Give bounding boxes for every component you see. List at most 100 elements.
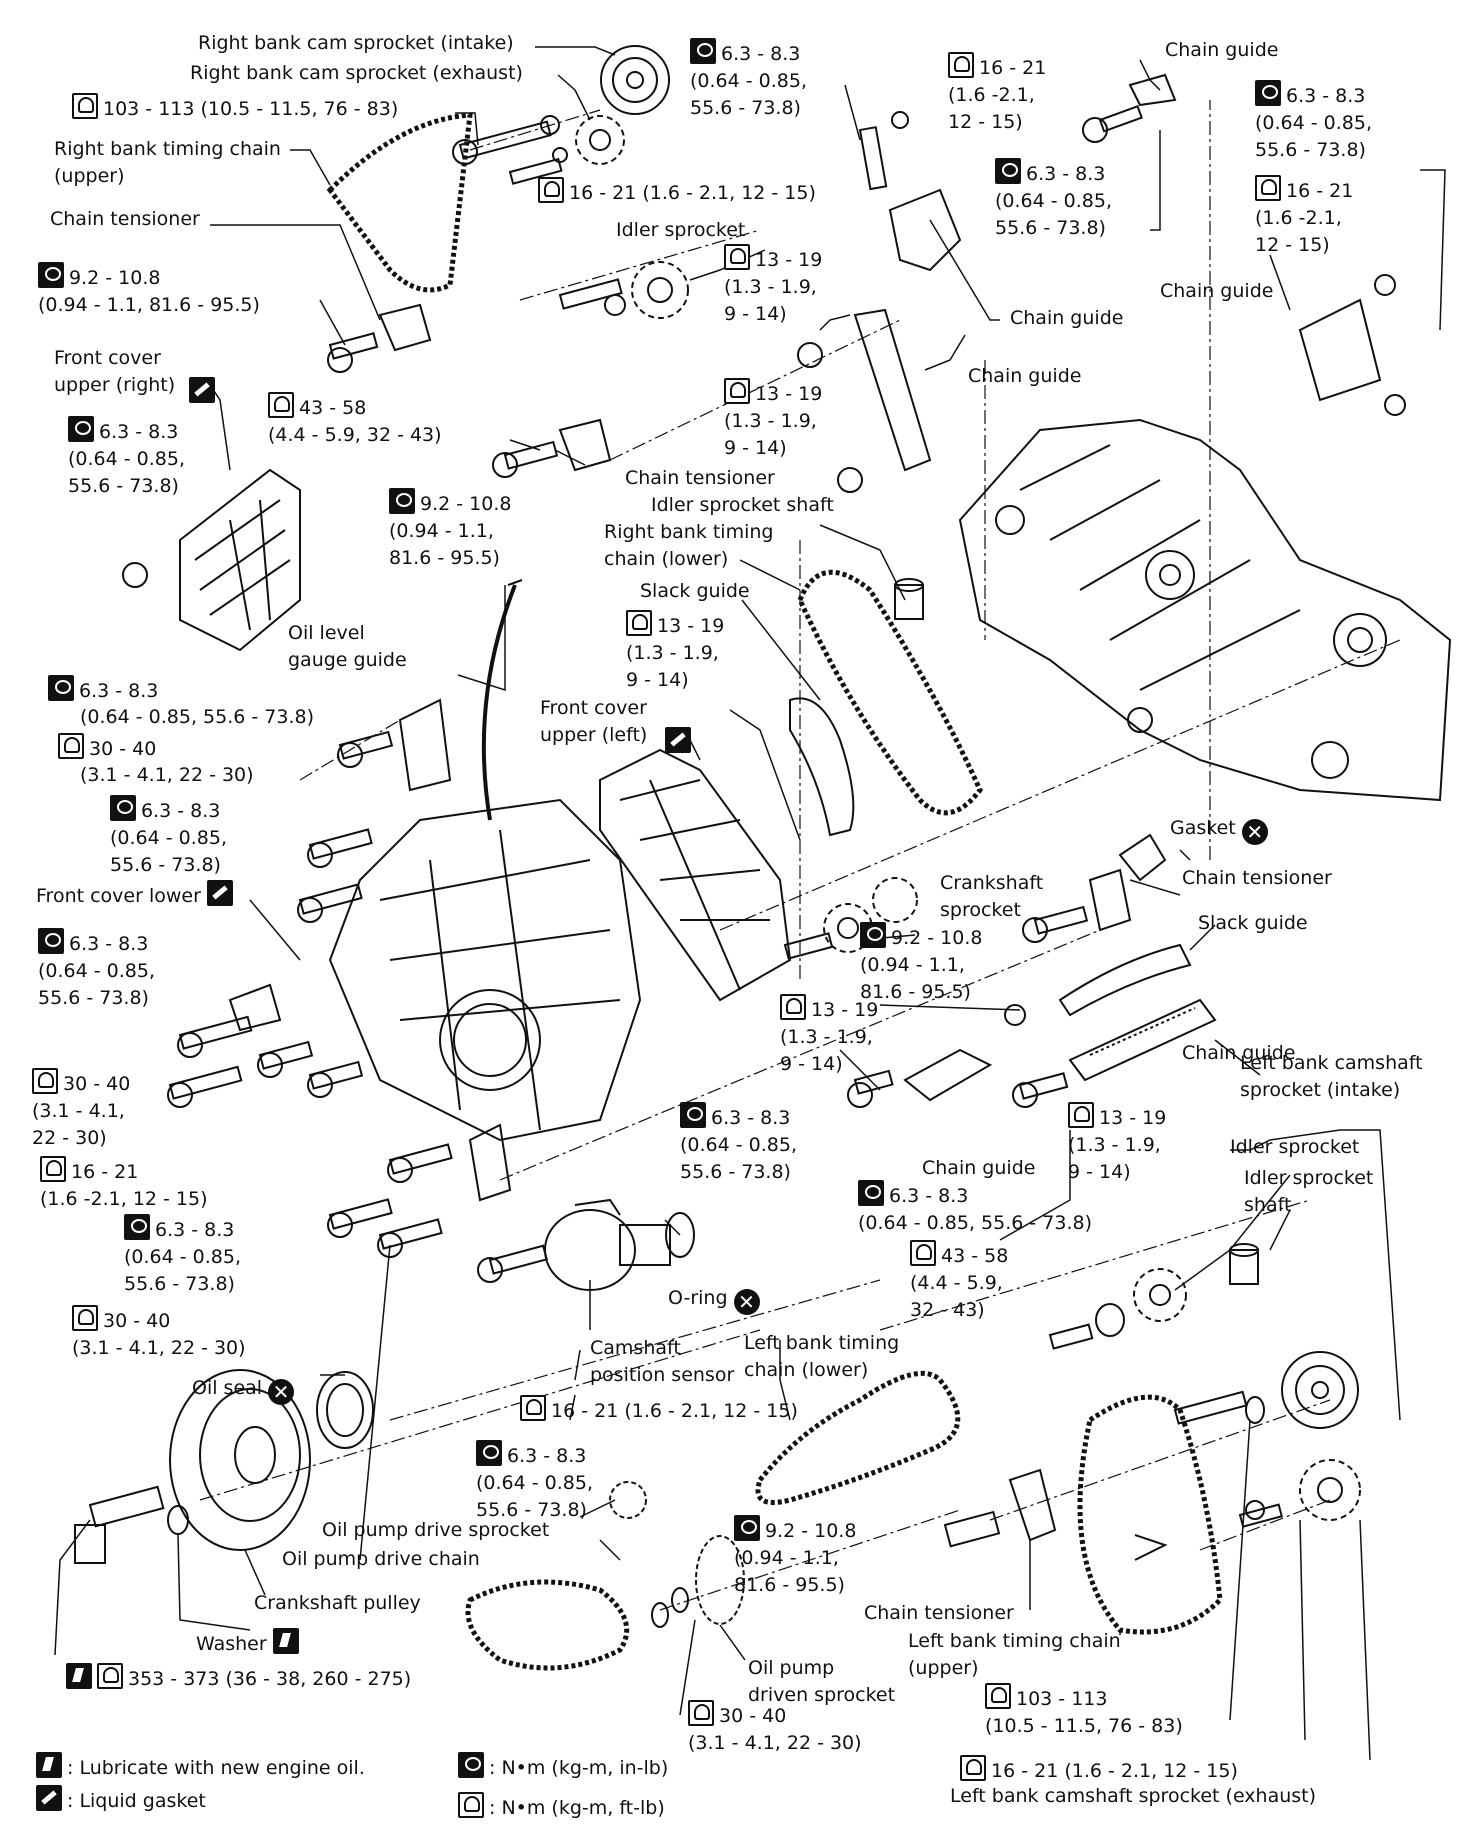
torque-value: 16 - 21 (1.6 - 2.1, 12 - 15) bbox=[551, 1400, 798, 1422]
label-torque-16-21-c: 16 - 21 (1.6 - 2.1, 12 - 15) bbox=[520, 1395, 798, 1425]
label-left-cam-intake: Left bank camshaft sprocket (intake) bbox=[1240, 1052, 1423, 1101]
torque-in-lb-icon bbox=[476, 1440, 502, 1466]
torque-in-lb-icon bbox=[858, 1180, 884, 1206]
label-rb-cam-intake: Right bank cam sprocket (intake) bbox=[198, 32, 514, 54]
label-text: Front cover upper (left) bbox=[540, 697, 648, 746]
label-torque-6-3-e: 6.3 - 8.3 (0.64 - 0.85, 55.6 - 73.8) bbox=[680, 1102, 797, 1186]
liquid-gasket-icon bbox=[36, 1785, 62, 1811]
torque-ft-lb-icon bbox=[72, 1305, 98, 1331]
torque-value: 30 - 40 (3.1 - 4.1, 22 - 30) bbox=[32, 1073, 131, 1149]
label-oil-pump-drive-chain: Oil pump drive chain bbox=[282, 1548, 480, 1570]
label-idler-sprocket-1: Idler sprocket bbox=[616, 219, 746, 241]
label-torque-6-3-f: 6.3 - 8.3 (0.64 - 0.85, 55.6 - 73.8) bbox=[124, 1214, 241, 1298]
torque-value: 6.3 - 8.3 (0.64 - 0.85, 55.6 - 73.8) bbox=[858, 1185, 1092, 1234]
label-torque-43-58-a: 43 - 58 (4.4 - 5.9, 32 - 43) bbox=[268, 392, 442, 449]
legend-text: : Liquid gasket bbox=[67, 1790, 206, 1812]
label-torque-16-21-a: 16 - 21 (1.6 - 2.1, 12 - 15) bbox=[538, 177, 816, 207]
left-bank-timing-chain-lower bbox=[755, 1370, 961, 1505]
left-bank-idler-shaft-part bbox=[1229, 1243, 1259, 1285]
gasket-part bbox=[1118, 833, 1167, 882]
label-chain-tensioner-3: Chain tensioner bbox=[1182, 867, 1332, 889]
legend-text: : N•m (kg-m, in-lb) bbox=[489, 1757, 669, 1779]
legend-nm-ft: : N•m (kg-m, ft-lb) bbox=[458, 1792, 665, 1822]
label-torque-6-3-top: 6.3 - 8.3 (0.64 - 0.85, 55.6 - 73.8) bbox=[690, 38, 807, 122]
label-oil-pump-driven: Oil pump driven sprocket bbox=[748, 1657, 896, 1706]
torque-value: 13 - 19 (1.3 - 1.9, 9 - 14) bbox=[626, 615, 725, 691]
chain-tensioner-mid bbox=[558, 418, 612, 472]
torque-value: 16 - 21 (1.6 -2.1, 12 - 15) bbox=[40, 1161, 208, 1210]
label-torque-6-3-d: 6.3 - 8.3 (0.64 - 0.85, 55.6 - 73.8) bbox=[38, 928, 155, 1012]
torque-value: 43 - 58 (4.4 - 5.9, 32 - 43) bbox=[268, 397, 442, 446]
label-torque-13-19-c: 13 - 19 (1.3 - 1.9, 9 - 14) bbox=[626, 610, 724, 694]
torque-value: 6.3 - 8.3 (0.64 - 0.85, 55.6 - 73.8) bbox=[995, 163, 1112, 239]
torque-ft-lb-icon bbox=[724, 244, 750, 270]
label-torque-353: 353 - 373 (36 - 38, 260 - 275) bbox=[66, 1663, 411, 1693]
torque-value: 9.2 - 10.8 (0.94 - 1.1, 81.6 - 95.5) bbox=[389, 493, 512, 569]
torque-ft-lb-icon bbox=[40, 1156, 66, 1182]
chain-tensioner-right bbox=[1088, 868, 1132, 932]
label-o-ring: O-ring✕ bbox=[668, 1285, 760, 1315]
engine-oil-icon bbox=[66, 1663, 92, 1689]
torque-ft-lb-icon bbox=[1255, 175, 1281, 201]
torque-value: 6.3 - 8.3 (0.64 - 0.85, 55.6 - 73.8) bbox=[68, 421, 185, 497]
torque-value: 16 - 21 (1.6 - 2.1, 12 - 15) bbox=[569, 182, 816, 204]
torque-ft-lb-icon bbox=[1068, 1102, 1094, 1128]
bolt bbox=[452, 120, 552, 165]
label-chain-tensioner-4: Chain tensioner bbox=[864, 1602, 1014, 1624]
torque-ft-lb-icon bbox=[520, 1395, 546, 1421]
crankshaft-pulley-part bbox=[169, 1369, 311, 1551]
torque-value: 13 - 19 (1.3 - 1.9, 9 - 14) bbox=[1068, 1107, 1167, 1183]
chain-tensioner bbox=[378, 303, 432, 352]
liquid-gasket-icon bbox=[206, 880, 233, 906]
torque-ft-lb-icon bbox=[32, 1068, 58, 1094]
label-slack-guide-1: Slack guide bbox=[640, 580, 750, 602]
torque-ft-lb-icon bbox=[948, 52, 974, 78]
right-bank-cam-sprocket-exhaust bbox=[575, 115, 625, 165]
label-lb-chain-lower: Left bank timing chain (lower) bbox=[744, 1332, 900, 1381]
washer-part bbox=[167, 1505, 189, 1535]
torque-ft-lb-icon bbox=[780, 994, 806, 1020]
torque-value: 9.2 - 10.8 (0.94 - 1.1, 81.6 - 95.5) bbox=[734, 1520, 857, 1596]
label-text: O-ring bbox=[668, 1287, 728, 1309]
torque-value: 13 - 19 (1.3 - 1.9, 9 - 14) bbox=[724, 383, 823, 459]
label-chain-guide-top: Chain guide bbox=[1165, 39, 1279, 61]
torque-value: 13 - 19 (1.3 - 1.9, 9 - 14) bbox=[780, 999, 879, 1075]
right-bank-timing-chain-lower bbox=[797, 569, 983, 816]
label-front-cover-upper-left: Front cover upper (left) bbox=[540, 695, 691, 753]
torque-value: 13 - 19 (1.3 - 1.9, 9 - 14) bbox=[724, 249, 823, 325]
torque-ft-lb-icon bbox=[458, 1792, 484, 1818]
torque-ft-lb-icon bbox=[960, 1755, 986, 1781]
label-torque-13-19-e: 13 - 19 (1.3 - 1.9, 9 - 14) bbox=[1068, 1102, 1166, 1186]
o-ring-part bbox=[665, 1212, 695, 1258]
label-torque-9-2-a: 9.2 - 10.8 (0.94 - 1.1, 81.6 - 95.5) bbox=[38, 262, 260, 319]
torque-value: 30 - 40 (3.1 - 4.1, 22 - 30) bbox=[688, 1705, 862, 1754]
label-torque-16-21-b: 16 - 21 (1.6 -2.1, 12 - 15) bbox=[40, 1156, 208, 1213]
label-chain-tensioner-1: Chain tensioner bbox=[50, 208, 200, 230]
torque-value: 16 - 21 (1.6 -2.1, 12 - 15) bbox=[1255, 180, 1354, 256]
replace-x-icon: ✕ bbox=[733, 1289, 760, 1315]
label-rb-chain-lower: Right bank timing chain (lower) bbox=[604, 521, 774, 570]
label-text: Washer bbox=[196, 1633, 267, 1655]
label-text: Oil seal bbox=[192, 1377, 263, 1399]
chain-guide-right bbox=[1298, 298, 1382, 402]
torque-ft-lb-icon bbox=[688, 1700, 714, 1726]
legend-nm-in: : N•m (kg-m, in-lb) bbox=[458, 1752, 668, 1782]
torque-value: 30 - 40 (3.1 - 4.1, 22 - 30) bbox=[72, 1310, 246, 1359]
torque-value: 16 - 21 (1.6 -2.1, 12 - 15) bbox=[948, 57, 1047, 133]
torque-in-lb-icon bbox=[389, 488, 415, 514]
label-torque-9-2-c: 9.2 - 10.8 (0.94 - 1.1, 81.6 - 95.5) bbox=[860, 922, 982, 1006]
torque-value: 6.3 - 8.3 (0.64 - 0.85, 55.6 - 73.8) bbox=[690, 43, 807, 119]
label-torque-30-40-b: 30 - 40 (3.1 - 4.1, 22 - 30) bbox=[32, 1068, 130, 1152]
torque-in-lb-icon bbox=[124, 1214, 150, 1240]
label-front-cover-lower: Front cover lower bbox=[36, 880, 238, 910]
torque-value: 6.3 - 8.3 bbox=[79, 680, 159, 702]
label-oil-level-gauge-guide: Oil level gauge guide bbox=[288, 622, 407, 671]
engine-oil-icon bbox=[272, 1628, 299, 1654]
torque-ft-lb-icon bbox=[626, 610, 652, 636]
torque-in-lb-icon bbox=[860, 922, 886, 948]
engine-oil-icon bbox=[36, 1752, 62, 1778]
label-chain-guide-mid2: Chain guide bbox=[968, 365, 1082, 387]
torque-ft-lb-icon bbox=[985, 1683, 1011, 1709]
